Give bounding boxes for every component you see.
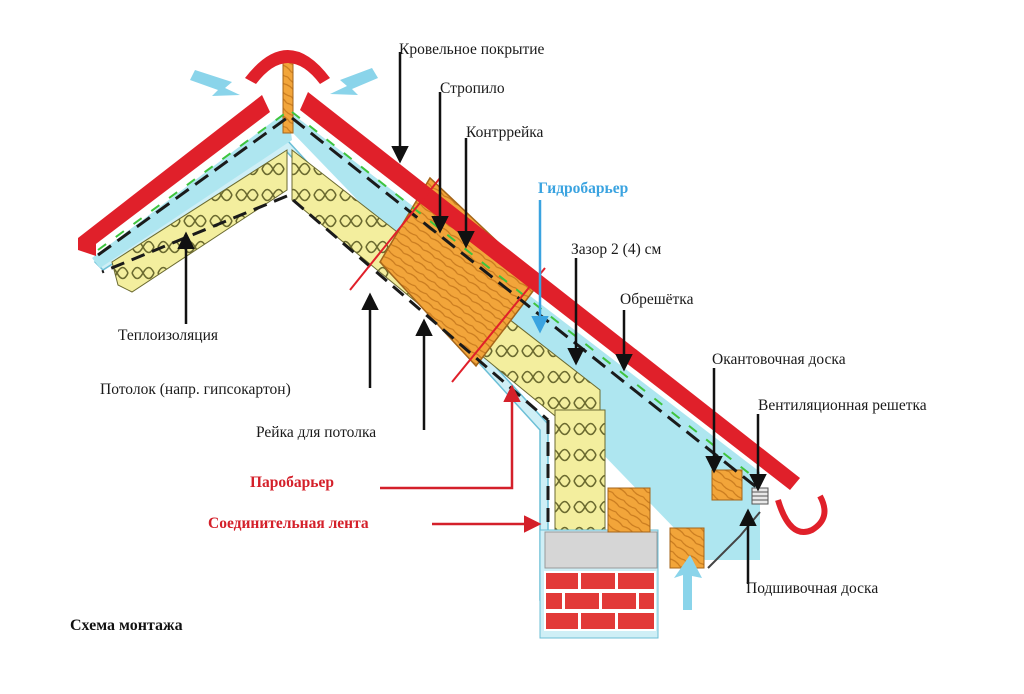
label-ceiling: Потолок (напр. гипсокартон) [100,381,291,398]
label-roof-cover: Кровельное покрытие [399,41,545,58]
airflow-arrows [190,68,702,610]
label-insulation: Теплоизоляция [118,327,218,344]
section-cut-lines [349,177,546,383]
label-soffit-board: Подшивочная доска [746,580,879,597]
edge-board [711,469,769,505]
diagram-caption: Схема монтажа [70,617,183,634]
label-gap: Зазор 2 (4) см [571,241,662,258]
insulation-left [111,149,288,293]
label-joint-tape: Соединительная лента [208,515,369,532]
wall [539,487,705,639]
insulation-wall [554,409,606,531]
label-water-barrier: Гидробарьер [538,180,629,197]
gutter [775,494,828,535]
label-vapor-barrier: Паробарьер [250,474,334,491]
label-edge-board: Окантовочная доска [712,351,846,368]
label-battens: Обрешётка [620,291,694,308]
brick-rows [544,571,656,631]
label-vent-grille: Вентиляционная решетка [758,397,927,414]
label-ceiling-rail: Рейка для потолка [256,424,377,441]
ridge-cap [245,50,330,84]
label-rafter: Стропило [440,80,505,97]
roof-tiles [78,92,800,490]
leader-lines [177,52,767,584]
label-counter-batten: Контррейка [466,124,544,141]
